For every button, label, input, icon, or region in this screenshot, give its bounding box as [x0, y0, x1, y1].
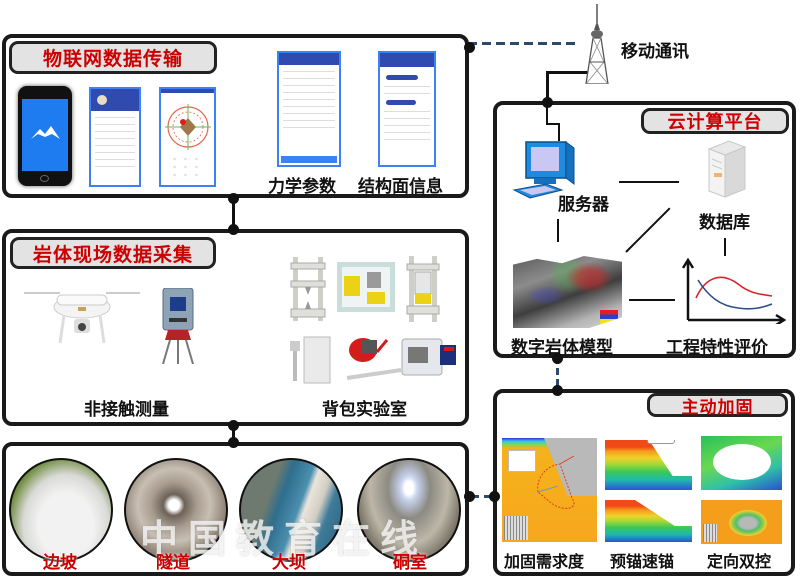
junction-dot	[489, 491, 500, 502]
evaluation-curve-red	[695, 276, 773, 299]
pre-anchor-image-top	[605, 440, 692, 490]
site-slope-image	[9, 458, 113, 562]
lab-press-frame-image	[290, 257, 326, 321]
lab-cutter-image	[401, 338, 456, 376]
compass-icon	[165, 104, 211, 176]
label-mobile-communication: 移动通讯	[621, 42, 689, 62]
mountain-logo-icon	[31, 126, 60, 139]
junction-dot	[228, 193, 239, 204]
laser-scanner-image	[162, 288, 194, 364]
server-computer-icon	[512, 141, 575, 199]
label-directional-control: 定向双控	[707, 552, 772, 571]
link-tower-to-cloud-v	[546, 71, 549, 107]
node-evaluation-label: 工程特性评价	[666, 338, 768, 358]
digital-rock-model-image	[513, 256, 622, 328]
node-server-label: 服务器	[558, 195, 609, 215]
node-rock-model-label: 数字岩体模型	[511, 338, 613, 358]
iot-panel-title: 物联网数据传输	[9, 41, 217, 74]
communication-tower-icon	[585, 4, 609, 84]
dashed-link-sites-to-reinforce	[470, 495, 494, 498]
site-tunnel-image	[124, 458, 228, 562]
directional-control-image-bottom	[701, 500, 782, 544]
node-database-label: 数据库	[699, 213, 750, 233]
field-data-panel-title: 岩体现场数据采集	[10, 237, 216, 269]
smartphone-image	[18, 86, 72, 186]
junction-dot	[464, 491, 475, 502]
label-noncontact-measurement: 非接触测量	[84, 400, 169, 420]
junction-dot	[464, 42, 475, 53]
app-screen-compass	[159, 87, 216, 187]
junction-dot	[228, 224, 239, 235]
junction-dot	[542, 97, 553, 108]
edge-database-evaluation	[724, 238, 726, 256]
pre-anchor-image-bottom	[605, 500, 692, 542]
label-mechanics-params: 力学参数	[268, 177, 336, 197]
label-reinforcement-demand: 加固需求度	[504, 552, 585, 571]
junction-dot	[228, 420, 239, 431]
link-tower-to-cloud-h	[546, 71, 588, 74]
database-server-icon	[707, 140, 747, 198]
app-screen-mechanics	[277, 51, 341, 167]
dashed-link-cloud-to-reinforce	[556, 357, 559, 391]
site-tunnel-label: 隧道	[156, 553, 190, 573]
lab-drill-image	[346, 338, 402, 380]
link-into-server	[546, 105, 548, 125]
evaluation-chart-icon	[682, 258, 787, 324]
site-dam-image	[239, 458, 343, 562]
directional-control-image-top	[701, 436, 782, 490]
drone-image	[24, 292, 140, 344]
junction-dot	[552, 353, 563, 364]
active-reinforcement-title: 主动加固	[647, 393, 788, 418]
label-backpack-lab: 背包实验室	[322, 400, 407, 420]
label-structure-info: 结构面信息	[358, 177, 443, 197]
edge-server-database	[619, 181, 679, 183]
site-dam-label: 大坝	[272, 553, 306, 573]
site-chamber-image	[357, 458, 461, 562]
site-slope-label: 边坡	[43, 553, 77, 573]
link-iot-to-field	[232, 196, 235, 234]
edge-model-evaluation	[629, 299, 675, 301]
evaluation-curve-blue	[697, 279, 773, 310]
lab-point-load-image	[290, 336, 331, 384]
junction-dot	[228, 437, 239, 448]
reinforcement-demand-image	[502, 438, 597, 542]
link-field-to-sites	[232, 424, 235, 442]
edge-server-model	[557, 219, 559, 242]
app-screen-structure	[378, 51, 436, 167]
link-into-server-v2	[558, 123, 560, 141]
cloud-platform-title: 云计算平台	[641, 108, 789, 134]
app-screen-list	[89, 87, 141, 187]
dashed-link-iot-to-tower	[468, 42, 578, 45]
link-into-server-h	[546, 123, 558, 125]
lab-cylinder-frame-image	[406, 256, 440, 322]
junction-dot	[552, 385, 563, 396]
site-chamber-label: 硐室	[393, 553, 427, 573]
lab-shear-box-image	[337, 262, 395, 312]
label-pre-anchor: 预锚速锚	[610, 552, 675, 571]
